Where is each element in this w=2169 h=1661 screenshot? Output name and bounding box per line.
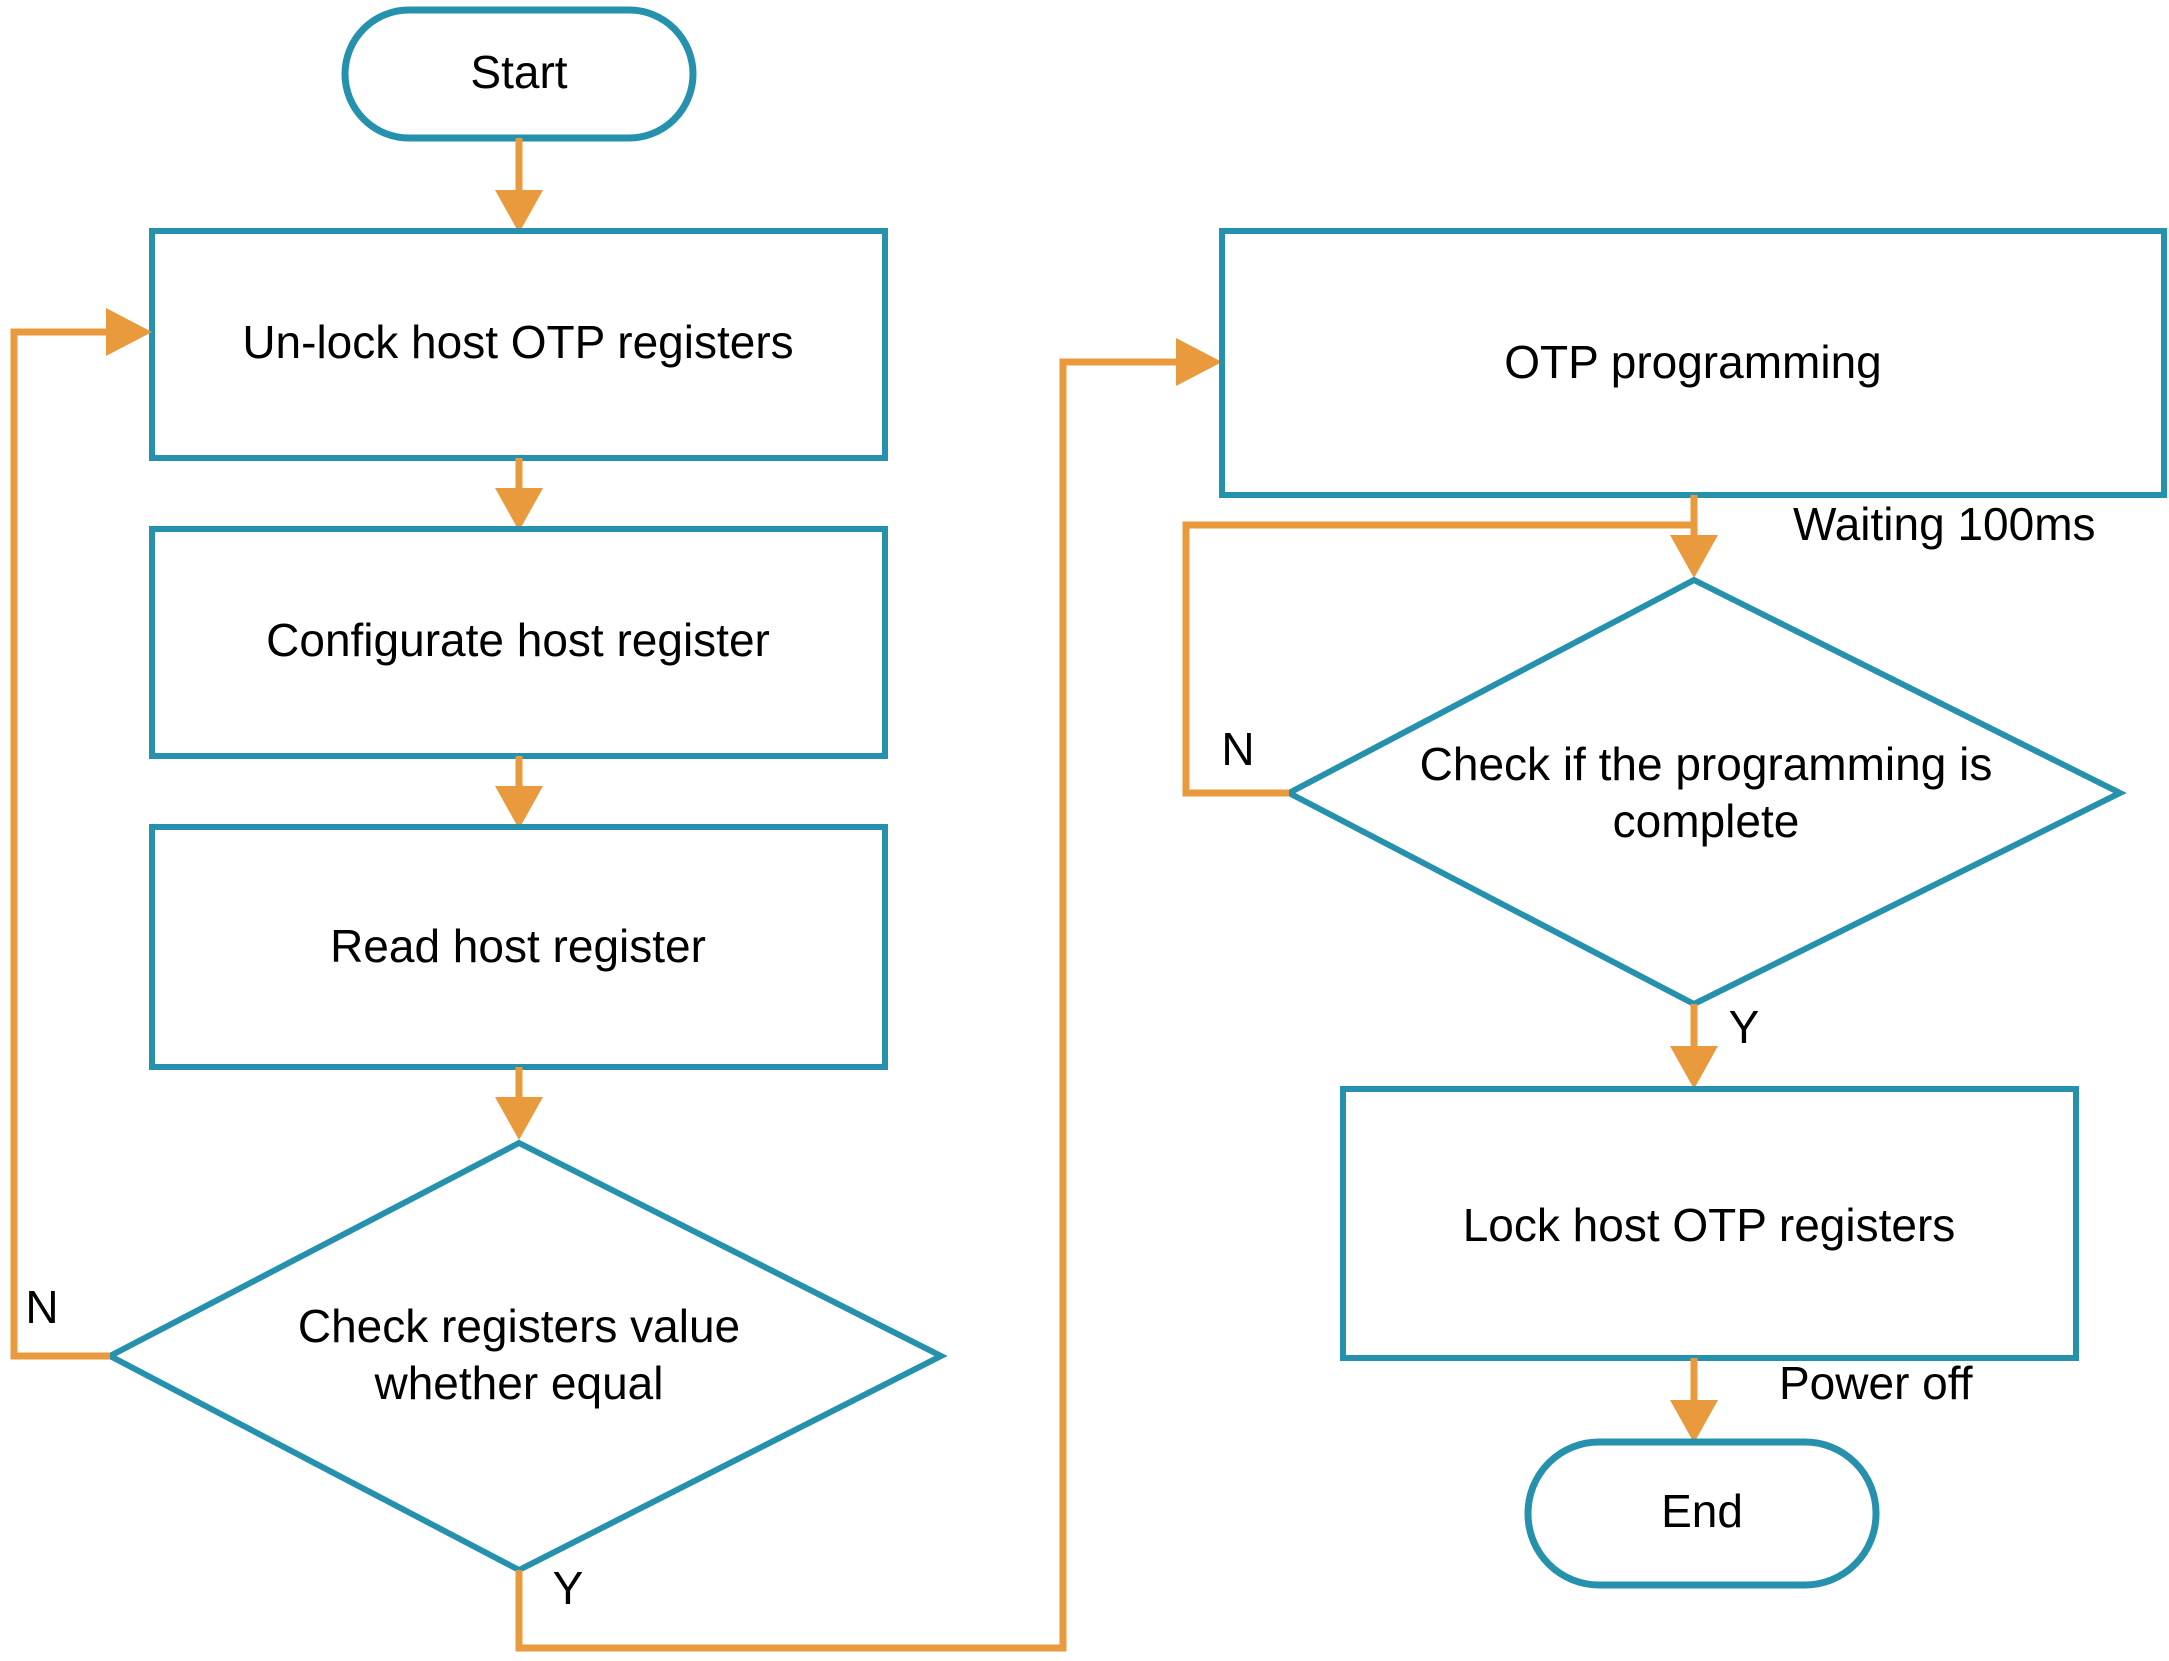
edge-configurate-to-read — [495, 756, 543, 829]
edge-check-registers-yes-line — [515, 358, 1180, 1652]
edge-otp-check-arrowhead — [1670, 535, 1718, 578]
waiting-label: Waiting 100ms — [1793, 498, 2096, 550]
check-programming-shape — [1282, 576, 2127, 1008]
edge-otp-to-check-programming: Waiting 100ms — [1670, 495, 2096, 578]
edge-read-to-check-registers — [495, 1067, 543, 1140]
read-label: Read host register — [330, 920, 706, 972]
node-unlock-host-otp-registers[interactable]: Un-lock host OTP registers — [149, 228, 888, 461]
edge-start-to-unlock — [495, 138, 543, 233]
check-registers-yes-label: Y — [553, 1562, 584, 1614]
check-programming-label-line2: complete — [1613, 795, 1800, 847]
edge-check-registers-no-arrowhead — [106, 308, 152, 356]
end-shape — [1524, 1438, 1880, 1589]
edge-start-unlock-arrowhead — [495, 190, 543, 233]
node-read-host-register[interactable]: Read host register — [149, 824, 888, 1070]
unlock-shape — [149, 228, 888, 461]
edge-check-programming-no: N — [1182, 521, 1694, 797]
edge-check-registers-yes: Y — [515, 338, 1222, 1652]
start-label: Start — [470, 46, 567, 98]
edge-unlock-configurate-arrowhead — [495, 488, 543, 531]
check-registers-label-line1: Check registers value — [298, 1300, 740, 1352]
edge-check-registers-yes-arrowhead — [1176, 338, 1222, 386]
check-programming-label-line1: Check if the programming is — [1420, 738, 1993, 790]
check-programming-yes-label: Y — [1729, 1001, 1760, 1053]
edge-unlock-to-configurate — [495, 458, 543, 531]
lock-label: Lock host OTP registers — [1463, 1199, 1956, 1251]
edge-lock-to-end: Power off — [1670, 1357, 1973, 1443]
configurate-label: Configurate host register — [266, 614, 770, 666]
edge-check-programming-yes-arrowhead — [1670, 1046, 1718, 1089]
node-lock-host-otp-registers[interactable]: Lock host OTP registers — [1340, 1086, 2079, 1361]
check-registers-no-label: N — [25, 1281, 58, 1333]
edge-configurate-read-arrowhead — [495, 786, 543, 829]
node-configurate-host-register[interactable]: Configurate host register — [149, 526, 888, 759]
node-otp-programming[interactable]: OTP programming — [1219, 228, 2167, 498]
power-off-label: Power off — [1779, 1357, 1973, 1409]
unlock-label: Un-lock host OTP registers — [242, 316, 793, 368]
lock-shape — [1340, 1086, 2079, 1361]
edge-check-programming-no-line — [1182, 521, 1694, 797]
otp-programming-shape — [1219, 228, 2167, 498]
end-label: End — [1661, 1485, 1743, 1537]
node-check-programming-complete[interactable]: Check if the programming is complete — [1282, 576, 2127, 1008]
read-shape — [149, 824, 888, 1070]
node-start[interactable]: Start — [341, 6, 697, 142]
node-end[interactable]: End — [1524, 1438, 1880, 1589]
edge-read-check-arrowhead — [495, 1097, 543, 1140]
check-programming-no-label: N — [1221, 723, 1254, 775]
edge-check-registers-no-line — [10, 328, 110, 1360]
node-check-registers-value[interactable]: Check registers value whether equal — [103, 1139, 948, 1574]
check-registers-label-line2: whether equal — [374, 1357, 664, 1409]
otp-programming-label: OTP programming — [1504, 336, 1882, 388]
edge-check-registers-no: N — [10, 308, 152, 1360]
edge-check-programming-yes: Y — [1670, 1001, 1759, 1089]
edge-lock-end-arrowhead — [1670, 1400, 1718, 1443]
